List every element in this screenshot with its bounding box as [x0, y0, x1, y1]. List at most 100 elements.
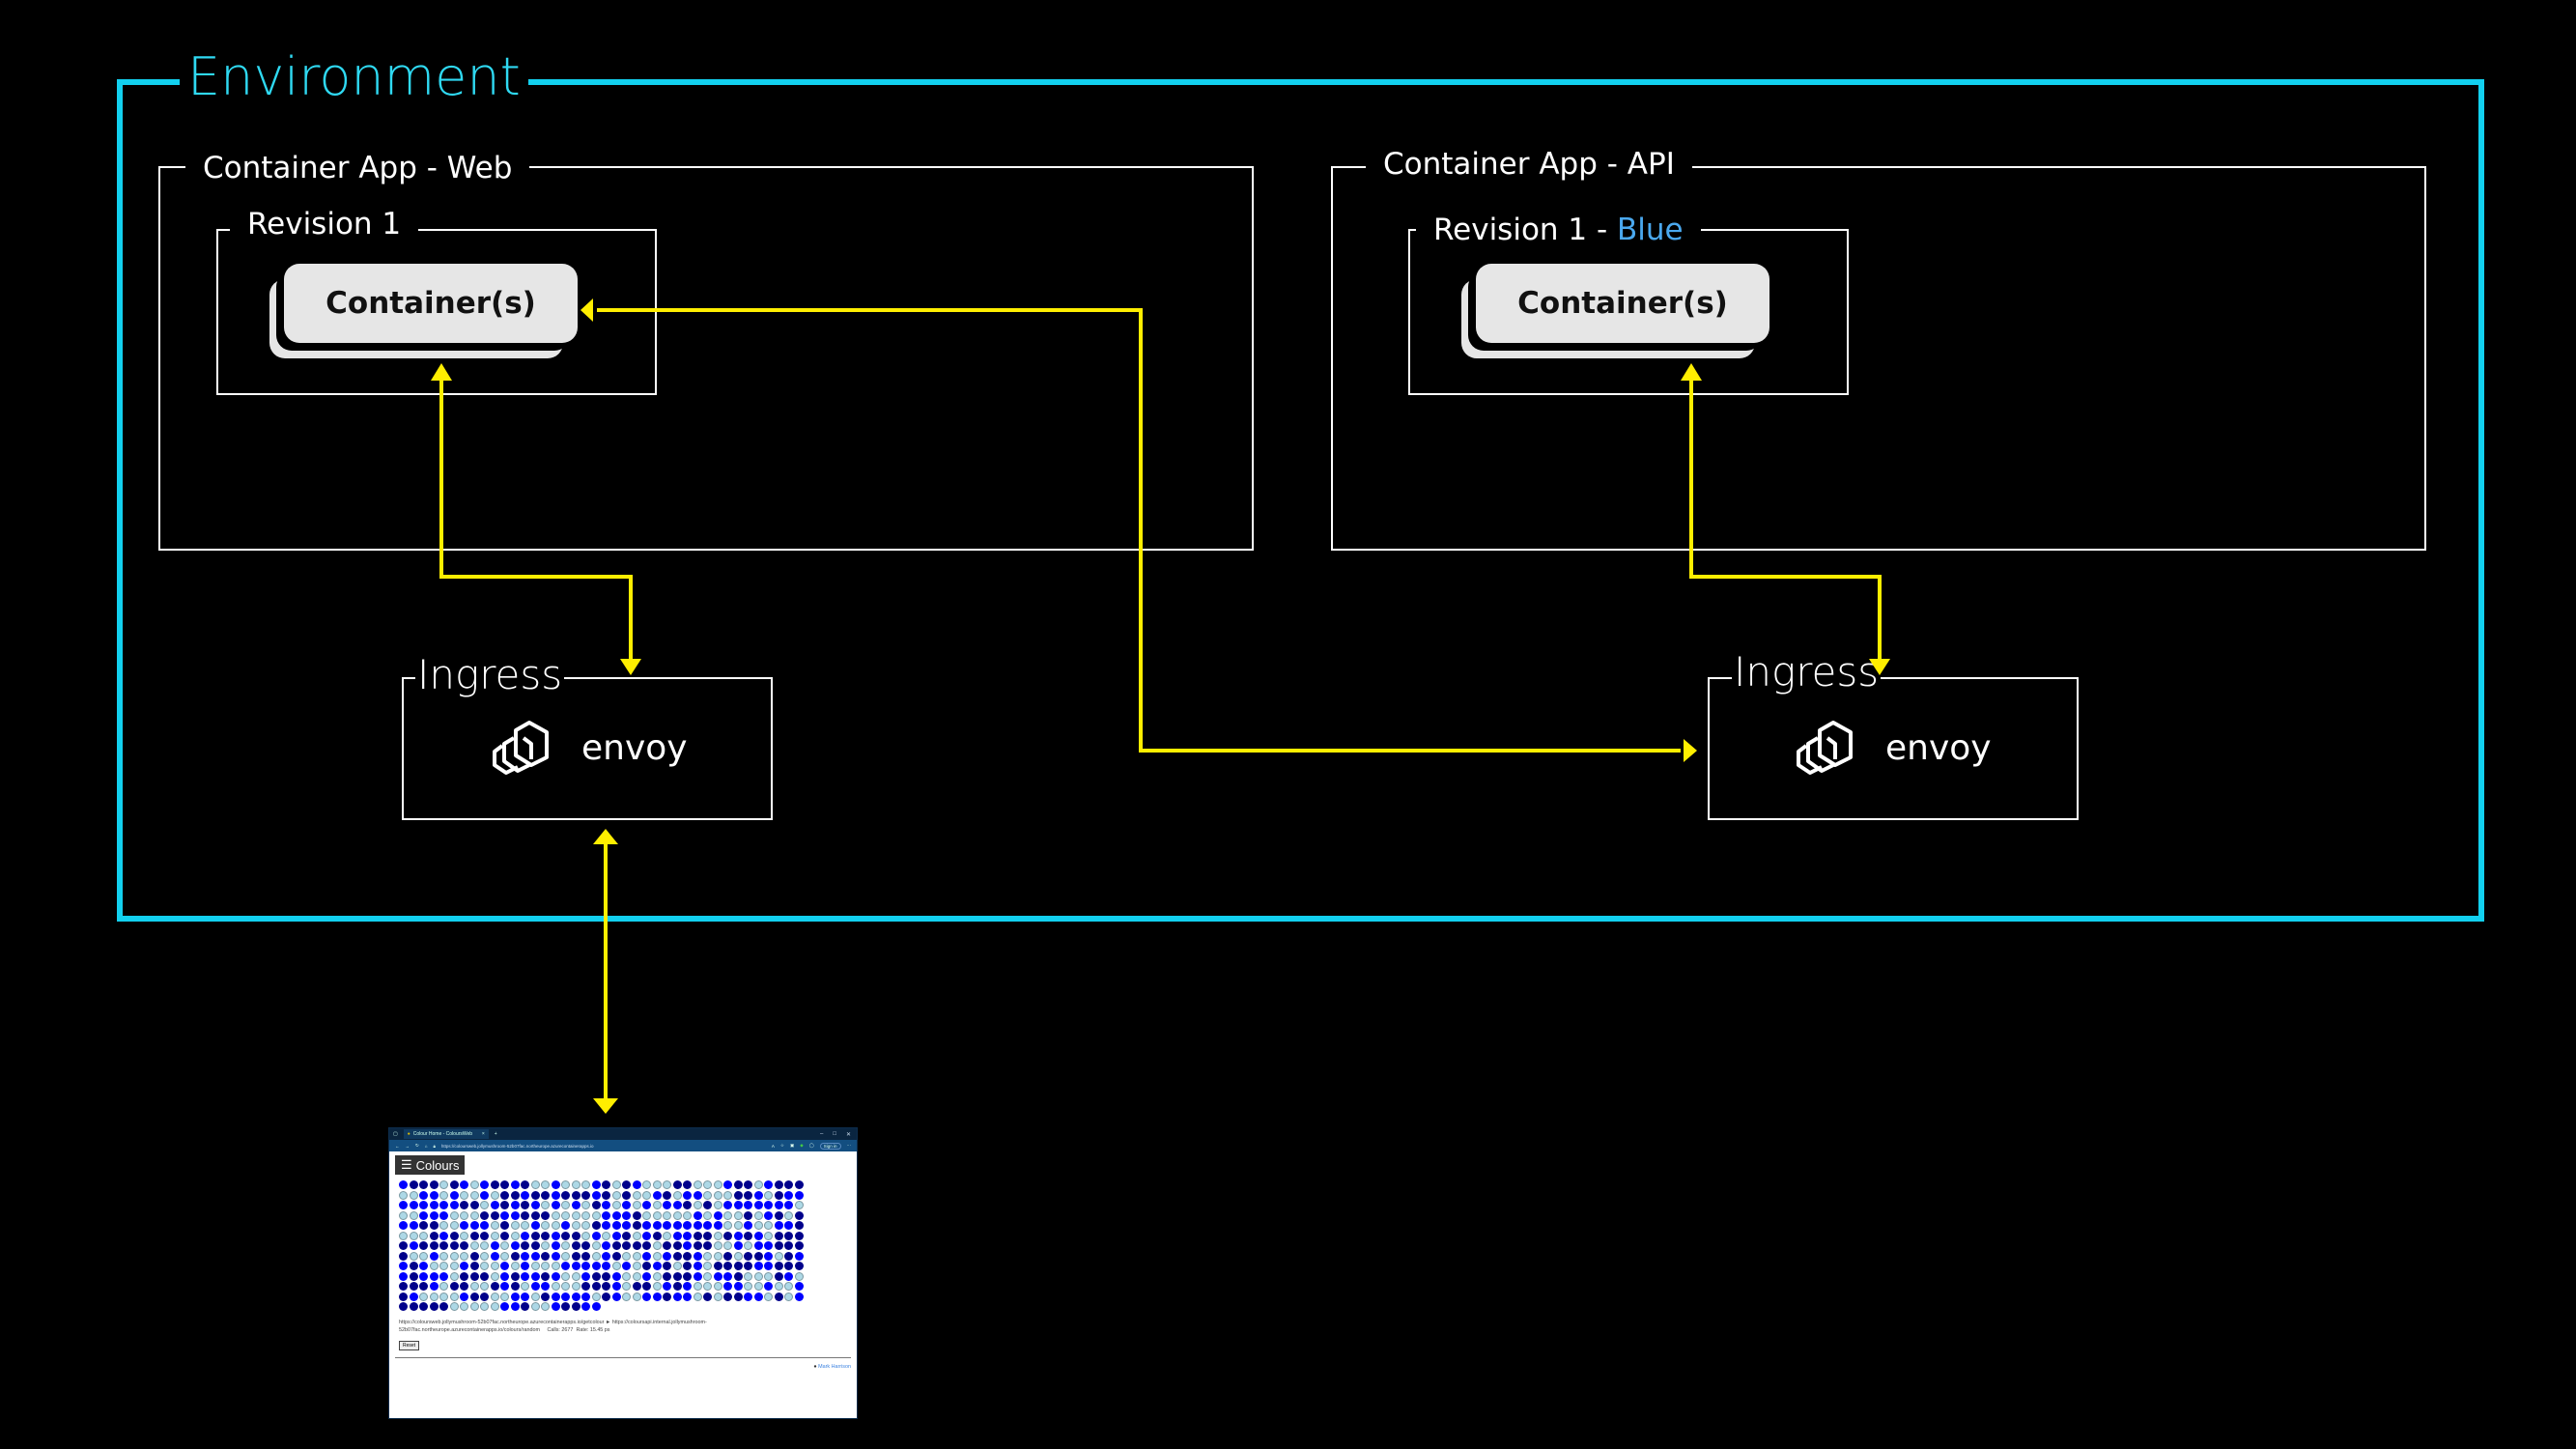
colour-dot	[693, 1190, 702, 1200]
colour-dot	[581, 1201, 590, 1209]
close-window-icon[interactable]: ✕	[845, 1131, 851, 1138]
tab-close-icon[interactable]: ×	[481, 1131, 485, 1137]
colour-dot	[611, 1221, 621, 1230]
colour-dot	[774, 1282, 783, 1291]
colour-dot	[602, 1221, 610, 1230]
colour-dot	[591, 1251, 601, 1261]
colour-dot	[794, 1271, 804, 1281]
colour-dot	[521, 1251, 529, 1261]
colour-dot	[429, 1271, 439, 1281]
api-envoy-logo: envoy	[1793, 717, 1992, 779]
colour-dot	[551, 1271, 560, 1281]
read-aloud-icon[interactable]: A	[771, 1143, 775, 1149]
colour-dot	[632, 1262, 641, 1270]
colour-dot	[460, 1190, 468, 1200]
colour-dot	[652, 1180, 662, 1189]
colour-dot	[449, 1210, 459, 1220]
colour-dot	[591, 1190, 601, 1200]
colour-dot	[611, 1201, 621, 1209]
colour-dot	[500, 1251, 509, 1261]
colour-dot	[784, 1231, 793, 1240]
colour-dot	[794, 1251, 804, 1261]
sign-in-button[interactable]: Sign in	[819, 1142, 841, 1150]
colour-dot	[723, 1282, 732, 1291]
colour-dot	[500, 1201, 509, 1209]
reset-button[interactable]: Reset	[399, 1340, 420, 1350]
browser-tab[interactable]: ● Colour Home - ColoursWeb ×	[403, 1129, 489, 1139]
hamburger-menu-icon[interactable]: ☰	[401, 1157, 412, 1172]
colour-dot	[744, 1210, 752, 1220]
refresh-icon[interactable]: ↻	[415, 1143, 419, 1148]
colour-dot	[723, 1262, 732, 1270]
colour-dot	[521, 1292, 529, 1301]
colour-dot	[551, 1292, 560, 1301]
colour-dot	[774, 1251, 783, 1261]
colour-dot	[439, 1190, 448, 1200]
tab-actions-icon[interactable]: ▢	[393, 1131, 398, 1137]
minimize-icon[interactable]: –	[820, 1130, 824, 1137]
colour-dot	[672, 1262, 682, 1270]
colour-dot	[602, 1180, 610, 1189]
colour-dot	[774, 1210, 783, 1220]
colour-dot	[571, 1231, 580, 1240]
home-icon[interactable]: ⌂	[424, 1143, 428, 1149]
colour-dot	[753, 1271, 763, 1281]
colour-dot	[723, 1180, 732, 1189]
colour-dot	[521, 1241, 529, 1250]
container-app-api	[1331, 166, 2426, 551]
address-bar[interactable]: https://coloursweb.jollymushroom-52b07fa…	[440, 1143, 594, 1149]
colour-dot	[510, 1241, 520, 1250]
colour-dot	[460, 1221, 468, 1230]
colour-dot	[500, 1190, 509, 1200]
colour-dot	[541, 1241, 550, 1250]
colour-dot	[449, 1282, 459, 1291]
colour-dot	[419, 1282, 428, 1291]
colour-dot	[794, 1231, 804, 1240]
more-icon[interactable]: ⋯	[846, 1143, 852, 1148]
colour-dot	[419, 1262, 428, 1270]
colour-dot	[530, 1292, 540, 1301]
colour-dot	[602, 1231, 610, 1240]
colour-dot	[663, 1231, 671, 1240]
colour-dot	[611, 1241, 621, 1250]
colour-dot	[419, 1201, 428, 1209]
route-line-1: https://coloursweb.jollymushroom-52b07fa…	[399, 1319, 707, 1325]
colour-dot	[510, 1180, 520, 1189]
colour-dot	[510, 1251, 520, 1261]
colour-dot	[753, 1251, 763, 1261]
colour-dot	[632, 1292, 641, 1301]
colour-dot	[530, 1241, 540, 1250]
colour-dot	[490, 1180, 499, 1189]
colour-dot	[500, 1292, 509, 1301]
lock-icon: 🔒︎	[433, 1143, 436, 1149]
web-container: Container(s)	[284, 264, 578, 343]
colour-dot	[713, 1262, 722, 1270]
colour-dot	[429, 1190, 439, 1200]
extension-icon[interactable]: ▣	[789, 1143, 795, 1148]
colour-dot	[652, 1241, 662, 1250]
colour-dot	[399, 1180, 408, 1189]
colour-dot	[602, 1241, 610, 1250]
new-tab-button[interactable]: +	[494, 1131, 497, 1137]
colour-dot	[642, 1210, 651, 1220]
colour-dot	[460, 1201, 468, 1209]
colour-dot	[571, 1190, 580, 1200]
author-link[interactable]: Mark Harrison	[818, 1363, 851, 1370]
maximize-icon[interactable]: □	[833, 1130, 836, 1137]
colour-dot	[480, 1241, 489, 1250]
colour-dot	[764, 1251, 773, 1261]
forward-icon[interactable]: →	[405, 1143, 410, 1149]
back-icon[interactable]: ←	[395, 1143, 400, 1149]
divider	[395, 1356, 851, 1358]
shield-icon[interactable]: ◆	[800, 1143, 804, 1148]
colour-dot	[703, 1292, 712, 1301]
colour-dot	[581, 1241, 590, 1250]
colour-dot	[744, 1201, 752, 1209]
collections-icon[interactable]: ◯	[808, 1143, 814, 1148]
colour-dot	[429, 1221, 439, 1230]
favorites-icon[interactable]: ☆	[779, 1143, 784, 1148]
colour-dot	[591, 1302, 601, 1311]
colour-dot	[551, 1210, 560, 1220]
colour-dot	[663, 1292, 671, 1301]
colour-dot	[794, 1282, 804, 1291]
